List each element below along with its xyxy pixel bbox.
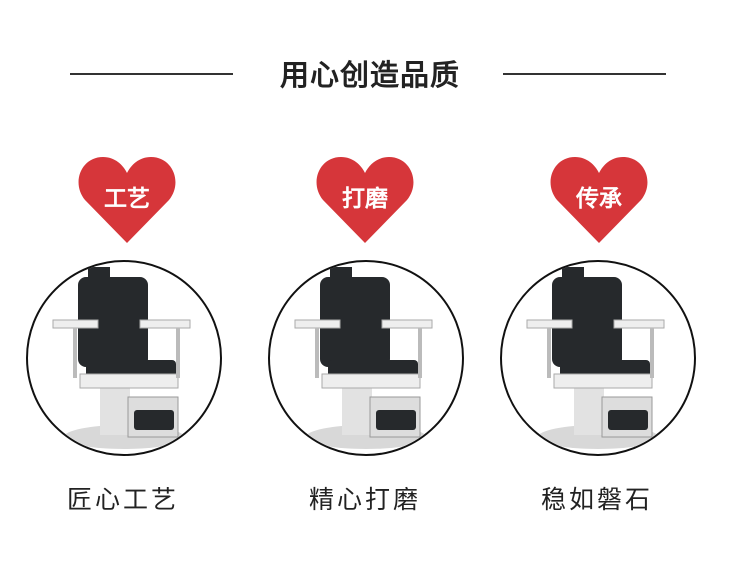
feature-caption: 精心打磨	[308, 485, 421, 514]
divider-left	[70, 73, 233, 75]
barber-chair-image	[52, 267, 191, 449]
heart-badge: 打磨	[315, 155, 415, 245]
badge-label: 工艺	[104, 186, 150, 212]
heart-badge: 传承	[549, 155, 649, 245]
badge-label: 传承	[576, 186, 622, 212]
feature-caption: 稳如磐石	[540, 485, 653, 514]
product-photo-circle	[26, 260, 222, 456]
heart-icon	[78, 157, 176, 243]
product-photo-circle	[268, 260, 464, 456]
heart-icon	[316, 157, 414, 243]
barber-chair-image	[294, 267, 433, 449]
heart-icon	[550, 157, 648, 243]
product-photo-circle	[500, 260, 696, 456]
badge-label: 打磨	[342, 186, 388, 212]
barber-chair-image	[526, 267, 665, 449]
heart-badge: 工艺	[77, 155, 177, 245]
feature-caption: 匠心工艺	[66, 485, 179, 514]
divider-right	[503, 73, 666, 75]
page-title: 用心创造品质	[279, 58, 460, 92]
